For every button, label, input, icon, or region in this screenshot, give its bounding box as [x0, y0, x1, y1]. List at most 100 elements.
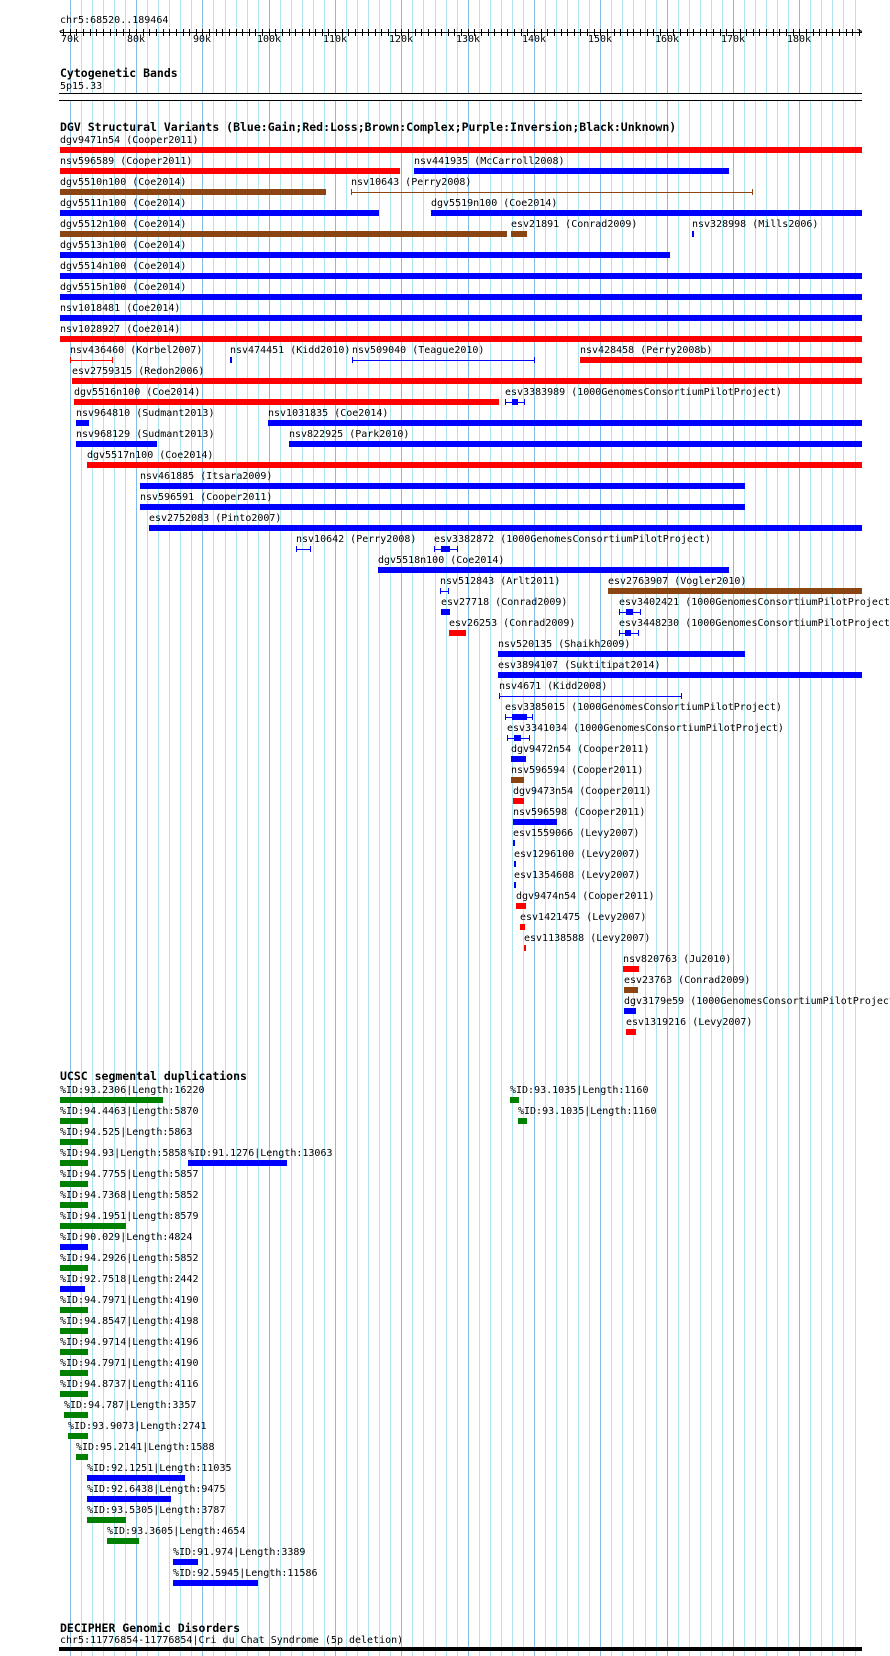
feature-bar[interactable]	[173, 1580, 258, 1586]
feature-bar[interactable]	[60, 252, 670, 258]
feature-bar[interactable]	[516, 903, 526, 909]
feature-bar[interactable]	[60, 189, 326, 195]
feature-bar[interactable]	[268, 420, 862, 426]
feature-label[interactable]: esv1319216 (Levy2007)	[626, 1017, 753, 1028]
feature-bar[interactable]	[498, 672, 862, 678]
feature-label[interactable]: esv1354608 (Levy2007)	[514, 870, 641, 881]
feature-bar[interactable]	[624, 1008, 636, 1014]
feature-core-box[interactable]	[512, 399, 518, 405]
feature-label[interactable]: esv3894107 (Suktitipat2014)	[498, 660, 661, 671]
feature-label[interactable]: %ID:93.3605|Length:4654	[107, 1526, 246, 1537]
feature-label[interactable]: esv1138588 (Levy2007)	[524, 933, 651, 944]
feature-label[interactable]: dgv5514n100 (Coe2014)	[60, 261, 187, 272]
feature-bar[interactable]	[623, 966, 639, 972]
feature-bar[interactable]	[60, 315, 862, 321]
feature-bar[interactable]	[74, 399, 499, 405]
feature-bar[interactable]	[378, 567, 729, 573]
feature-label[interactable]: esv2752083 (Pinto2007)	[149, 513, 282, 524]
feature-bar[interactable]	[580, 357, 862, 363]
feature-bar[interactable]	[76, 441, 157, 447]
feature-label[interactable]: %ID:92.7518|Length:2442	[60, 1274, 199, 1285]
feature-bar[interactable]	[60, 168, 400, 174]
feature-bar[interactable]	[60, 1097, 163, 1103]
feature-label[interactable]: nsv10643 (Perry2008)	[351, 177, 472, 188]
feature-span-line[interactable]	[351, 192, 753, 193]
feature-bar[interactable]	[140, 504, 745, 510]
feature-label[interactable]: %ID:93.1035|Length:1160	[510, 1085, 649, 1096]
feature-bar[interactable]	[60, 1328, 88, 1334]
feature-label[interactable]: dgv9472n54 (Cooper2011)	[511, 744, 650, 755]
feature-label[interactable]: nsv820763 (Ju2010)	[623, 954, 732, 965]
feature-label[interactable]: esv27718 (Conrad2009)	[441, 597, 568, 608]
feature-label[interactable]: nsv461885 (Itsara2009)	[140, 471, 273, 482]
feature-label[interactable]: nsv968129 (Sudmant2013)	[76, 429, 215, 440]
feature-bar[interactable]	[520, 924, 525, 930]
feature-bar[interactable]	[524, 945, 526, 951]
feature-label[interactable]: esv21891 (Conrad2009)	[511, 219, 638, 230]
feature-bar[interactable]	[87, 1475, 185, 1481]
feature-label[interactable]: esv3448230 (1000GenomesConsortiumPilotPr…	[619, 618, 890, 629]
cytoband-band[interactable]	[59, 93, 862, 101]
feature-label[interactable]: esv1559066 (Levy2007)	[513, 828, 640, 839]
feature-bar[interactable]	[140, 483, 745, 489]
feature-label[interactable]: %ID:91.1276|Length:13063	[188, 1148, 333, 1159]
feature-bar[interactable]	[60, 336, 862, 342]
feature-core-box[interactable]	[514, 735, 521, 741]
feature-label[interactable]: nsv822925 (Park2010)	[289, 429, 410, 440]
feature-label[interactable]: %ID:94.525|Length:5863	[60, 1127, 193, 1138]
feature-bar[interactable]	[414, 168, 729, 174]
feature-span-line[interactable]	[440, 591, 449, 592]
feature-label[interactable]: %ID:93.1035|Length:1160	[518, 1106, 657, 1117]
feature-label[interactable]: dgv5516n100 (Coe2014)	[74, 387, 201, 398]
feature-label[interactable]: nsv596591 (Cooper2011)	[140, 492, 273, 503]
decipher-feature-bar[interactable]	[59, 1647, 862, 1651]
feature-bar[interactable]	[431, 210, 862, 216]
feature-label[interactable]: nsv596598 (Cooper2011)	[513, 807, 646, 818]
feature-label[interactable]: nsv474451 (Kidd2010)	[230, 345, 351, 356]
feature-label[interactable]: nsv1031835 (Coe2014)	[268, 408, 389, 419]
feature-label[interactable]: dgv5512n100 (Coe2014)	[60, 219, 187, 230]
feature-bar[interactable]	[511, 756, 526, 762]
feature-bar[interactable]	[76, 1454, 88, 1460]
feature-label[interactable]: nsv10642 (Perry2008)	[296, 534, 417, 545]
feature-bar[interactable]	[510, 1097, 519, 1103]
feature-bar[interactable]	[60, 294, 862, 300]
feature-label[interactable]: %ID:94.7971|Length:4190	[60, 1358, 199, 1369]
feature-label[interactable]: %ID:92.1251|Length:11035	[87, 1463, 232, 1474]
feature-label[interactable]: dgv9473n54 (Cooper2011)	[513, 786, 652, 797]
feature-label[interactable]: dgv5519n100 (Coe2014)	[431, 198, 558, 209]
feature-bar[interactable]	[608, 588, 862, 594]
feature-label[interactable]: dgv3179e59 (1000GenomesConsortiumPilotPr…	[624, 996, 890, 1007]
feature-bar[interactable]	[60, 1265, 88, 1271]
feature-label[interactable]: nsv441935 (McCarroll2008)	[414, 156, 565, 167]
feature-bar[interactable]	[692, 231, 694, 237]
feature-bar[interactable]	[514, 861, 516, 867]
feature-label[interactable]: %ID:94.93|Length:5858	[60, 1148, 187, 1159]
feature-label[interactable]: %ID:94.7971|Length:4190	[60, 1295, 199, 1306]
feature-bar[interactable]	[60, 1349, 88, 1355]
feature-bar[interactable]	[230, 357, 232, 363]
feature-label[interactable]: %ID:92.5945|Length:11586	[173, 1568, 318, 1579]
feature-core-box[interactable]	[441, 546, 450, 552]
feature-label[interactable]: %ID:95.2141|Length:1588	[76, 1442, 215, 1453]
feature-bar[interactable]	[289, 441, 862, 447]
feature-label[interactable]: %ID:92.6438|Length:9475	[87, 1484, 226, 1495]
feature-label[interactable]: dgv9474n54 (Cooper2011)	[516, 891, 655, 902]
feature-label[interactable]: dgv5518n100 (Coe2014)	[378, 555, 505, 566]
feature-core-box[interactable]	[625, 630, 631, 636]
feature-bar[interactable]	[76, 420, 89, 426]
feature-bar[interactable]	[498, 651, 745, 657]
feature-bar[interactable]	[60, 1244, 88, 1250]
feature-bar[interactable]	[60, 273, 862, 279]
ruler-left-arrow-icon[interactable]: <	[59, 27, 65, 37]
feature-bar[interactable]	[449, 630, 466, 636]
feature-label[interactable]: %ID:94.2926|Length:5852	[60, 1253, 199, 1264]
feature-span-line[interactable]	[352, 360, 535, 361]
feature-label[interactable]: esv1296100 (Levy2007)	[514, 849, 641, 860]
feature-label[interactable]: nsv512843 (Arlt2011)	[440, 576, 561, 587]
feature-bar[interactable]	[64, 1412, 88, 1418]
feature-bar[interactable]	[60, 1286, 85, 1292]
feature-label[interactable]: nsv509040 (Teague2010)	[352, 345, 485, 356]
feature-label[interactable]: %ID:94.7755|Length:5857	[60, 1169, 199, 1180]
feature-bar[interactable]	[149, 525, 862, 531]
